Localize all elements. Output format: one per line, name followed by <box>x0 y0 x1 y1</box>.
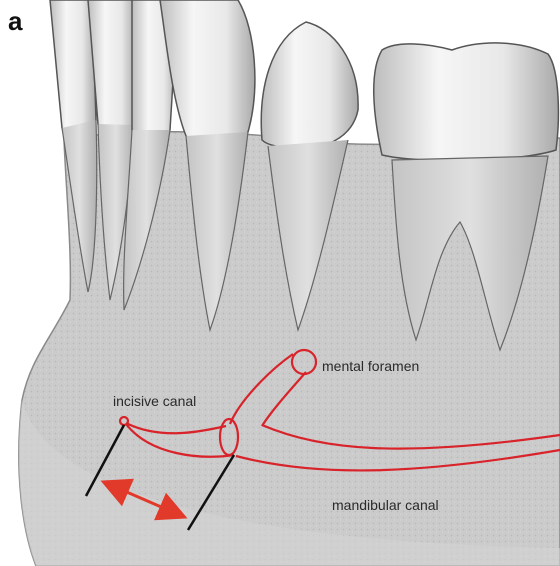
label-mental-foramen: mental foramen <box>322 358 419 374</box>
label-incisive-canal: incisive canal <box>113 393 196 409</box>
panel-letter: a <box>8 6 23 36</box>
label-mandibular-canal: mandibular canal <box>332 497 439 513</box>
